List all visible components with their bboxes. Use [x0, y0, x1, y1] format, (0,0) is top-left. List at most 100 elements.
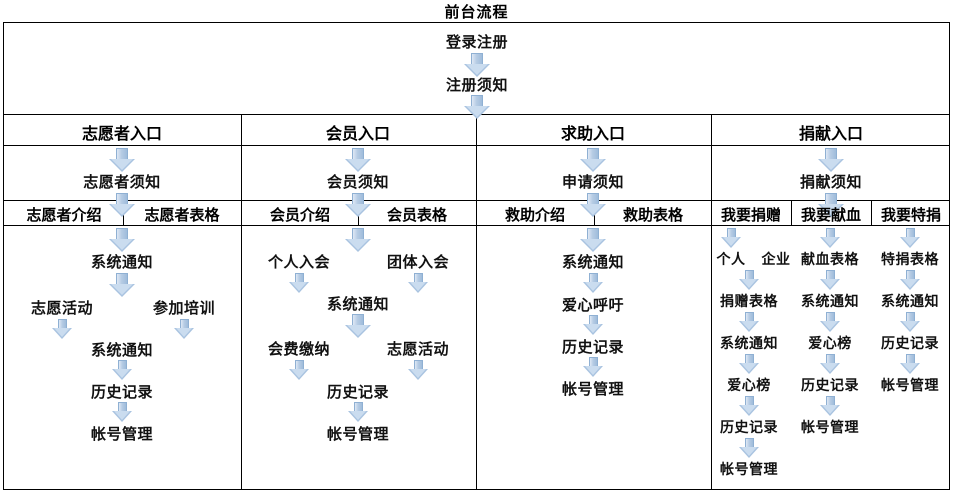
arrow-dB-n2-to-n3 — [820, 312, 840, 332]
node-m-history[interactable]: 历史记录 — [326, 383, 390, 401]
subheader-donate-blood[interactable]: 我要献血 — [800, 206, 862, 224]
arrow-v-n2b-to-n3 — [174, 319, 194, 339]
entry-header-help[interactable]: 求助入口 — [560, 124, 626, 143]
node-dA-personal[interactable]: 个人 — [716, 252, 746, 268]
node-login-register[interactable]: 登录注册 — [445, 33, 509, 51]
arrow-member-entry-to-notice — [345, 148, 371, 172]
node-dB-account-management[interactable]: 帐号管理 — [801, 420, 859, 436]
arrow-member-notice-to-tabs — [345, 193, 371, 217]
entry-header-member[interactable]: 会员入口 — [325, 124, 391, 143]
arrow-dA-tab-to-n1a — [721, 228, 741, 248]
node-dA-history[interactable]: 历史记录 — [720, 420, 778, 436]
page-title: 前台流程 — [444, 3, 509, 21]
node-m-account-management[interactable]: 帐号管理 — [326, 425, 390, 443]
subheader-member-form[interactable]: 会员表格 — [386, 206, 448, 224]
arrow-m-n1a-to-n2 — [289, 273, 309, 293]
arrow-v-n4-to-n5 — [112, 402, 132, 422]
node-dB-love-list[interactable]: 爱心榜 — [808, 336, 852, 352]
node-dA-account-management[interactable]: 帐号管理 — [720, 462, 778, 478]
arrow-m-tabs-to-n1 — [345, 228, 371, 252]
arrow-h-n1-to-n2 — [583, 273, 603, 293]
arrow-v-tabs-to-n1 — [109, 228, 135, 252]
node-dC-system-notice[interactable]: 系统通知 — [881, 294, 939, 310]
vdiv-sub-4 — [476, 200, 477, 225]
arrow-dA-n5-to-n6 — [739, 438, 759, 458]
arrow-volunteer-entry-to-notice — [109, 148, 135, 172]
node-dA-donation-form[interactable]: 捐赠表格 — [720, 294, 778, 310]
vdiv-notice-3 — [711, 145, 712, 200]
node-dC-account-management[interactable]: 帐号管理 — [881, 378, 939, 394]
node-donate-notice[interactable]: 捐献须知 — [799, 173, 863, 191]
arrow-donate-notice-to-tabs — [818, 193, 844, 217]
arrow-dC-tab-to-n1 — [900, 228, 920, 248]
subheader-volunteer-form[interactable]: 志愿者表格 — [144, 206, 220, 224]
node-member-notice[interactable]: 会员须知 — [326, 173, 390, 191]
node-v-system-notice-2[interactable]: 系统通知 — [90, 341, 154, 359]
arrow-donate-entry-to-notice — [818, 148, 844, 172]
subheader-help-intro[interactable]: 救助介绍 — [504, 206, 566, 224]
node-m-fee-payment[interactable]: 会费缴纳 — [267, 340, 331, 358]
arrow-volunteer-notice-to-tabs — [109, 193, 135, 217]
node-m-personal-join[interactable]: 个人入会 — [267, 253, 331, 271]
arrow-help-notice-to-tabs — [580, 193, 606, 217]
node-m-group-join[interactable]: 团体入会 — [386, 253, 450, 271]
vdiv-notice-1 — [241, 145, 242, 200]
vdiv-notice-2 — [476, 145, 477, 200]
arrow-m-n4-to-n5 — [348, 402, 368, 422]
arrow-dC-n2-to-n3 — [900, 312, 920, 332]
node-v-system-notice-1[interactable]: 系统通知 — [90, 253, 154, 271]
node-dB-history[interactable]: 历史记录 — [801, 378, 859, 394]
node-dB-blood-form[interactable]: 献血表格 — [801, 252, 859, 268]
arrow-m-n1b-to-n2 — [408, 273, 428, 293]
node-dC-special-form[interactable]: 特捐表格 — [881, 252, 939, 268]
subheader-member-intro[interactable]: 会员介绍 — [269, 206, 331, 224]
arrow-dC-n1-to-n2 — [900, 270, 920, 290]
arrow-dC-n3-to-n4 — [900, 354, 920, 374]
node-m-volunteer-activity[interactable]: 志愿活动 — [386, 340, 450, 358]
arrow-dA-n1-to-n2 — [739, 270, 759, 290]
arrow-dB-n3-to-n4 — [820, 354, 840, 374]
node-register-notice[interactable]: 注册须知 — [445, 76, 509, 94]
entry-header-volunteer[interactable]: 志愿者入口 — [81, 124, 163, 143]
node-volunteer-notice[interactable]: 志愿者须知 — [83, 173, 161, 191]
subheader-donate-gift[interactable]: 我要捐赠 — [720, 206, 782, 224]
entry-header-donate[interactable]: 捐献入口 — [798, 124, 864, 143]
node-h-system-notice[interactable]: 系统通知 — [561, 253, 625, 271]
node-dC-history[interactable]: 历史记录 — [881, 336, 939, 352]
vdiv-sub-2 — [241, 200, 242, 225]
node-dA-enterprise[interactable]: 企业 — [761, 252, 791, 268]
vdiv-sub-6 — [711, 200, 712, 225]
node-v-volunteer-activity[interactable]: 志愿活动 — [30, 299, 94, 317]
node-h-love-appeal[interactable]: 爱心呼吁 — [561, 296, 625, 314]
node-v-join-training[interactable]: 参加培训 — [152, 299, 216, 317]
node-dA-love-list[interactable]: 爱心榜 — [727, 378, 771, 394]
node-v-history[interactable]: 历史记录 — [90, 383, 154, 401]
node-v-account-management[interactable]: 帐号管理 — [90, 425, 154, 443]
arrow-dA-n2-to-n3 — [739, 312, 759, 332]
vdiv-body-1 — [241, 225, 242, 489]
arrow-h-n2-to-n3 — [583, 315, 603, 335]
arrow-dB-tab-to-n1 — [820, 228, 840, 248]
subheader-volunteer-intro[interactable]: 志愿者介绍 — [26, 206, 102, 224]
subheader-help-form[interactable]: 救助表格 — [622, 206, 684, 224]
vdiv-entry-3 — [711, 114, 712, 145]
arrow-v-n1-to-n2 — [109, 273, 135, 297]
arrow-v-n3-to-n4 — [112, 360, 132, 380]
arrow-h-tabs-to-n1 — [580, 228, 606, 252]
arrow-dB-n4-to-n5 — [820, 396, 840, 416]
arrow-dA-n3-to-n4 — [739, 354, 759, 374]
node-h-history[interactable]: 历史记录 — [561, 338, 625, 356]
arrow-notice-to-entries — [464, 95, 490, 119]
node-dB-system-notice[interactable]: 系统通知 — [801, 294, 859, 310]
vdiv-sub-8 — [871, 200, 872, 225]
arrow-m-n2-to-n3 — [345, 314, 371, 338]
node-help-notice[interactable]: 申请须知 — [561, 173, 625, 191]
subheader-donate-special[interactable]: 我要特捐 — [880, 206, 942, 224]
flowchart-frame: 登录注册 注册须知 志愿者入口 会员入口 求助入口 捐献入口 志愿者须知 会员须… — [3, 22, 950, 490]
arrow-dB-n1-to-n2 — [820, 270, 840, 290]
arrow-h-n3-to-n4 — [583, 357, 603, 377]
arrow-v-n2a-to-n3 — [52, 319, 72, 339]
node-dA-system-notice[interactable]: 系统通知 — [720, 336, 778, 352]
node-h-account-management[interactable]: 帐号管理 — [561, 380, 625, 398]
node-m-system-notice[interactable]: 系统通知 — [326, 295, 390, 313]
